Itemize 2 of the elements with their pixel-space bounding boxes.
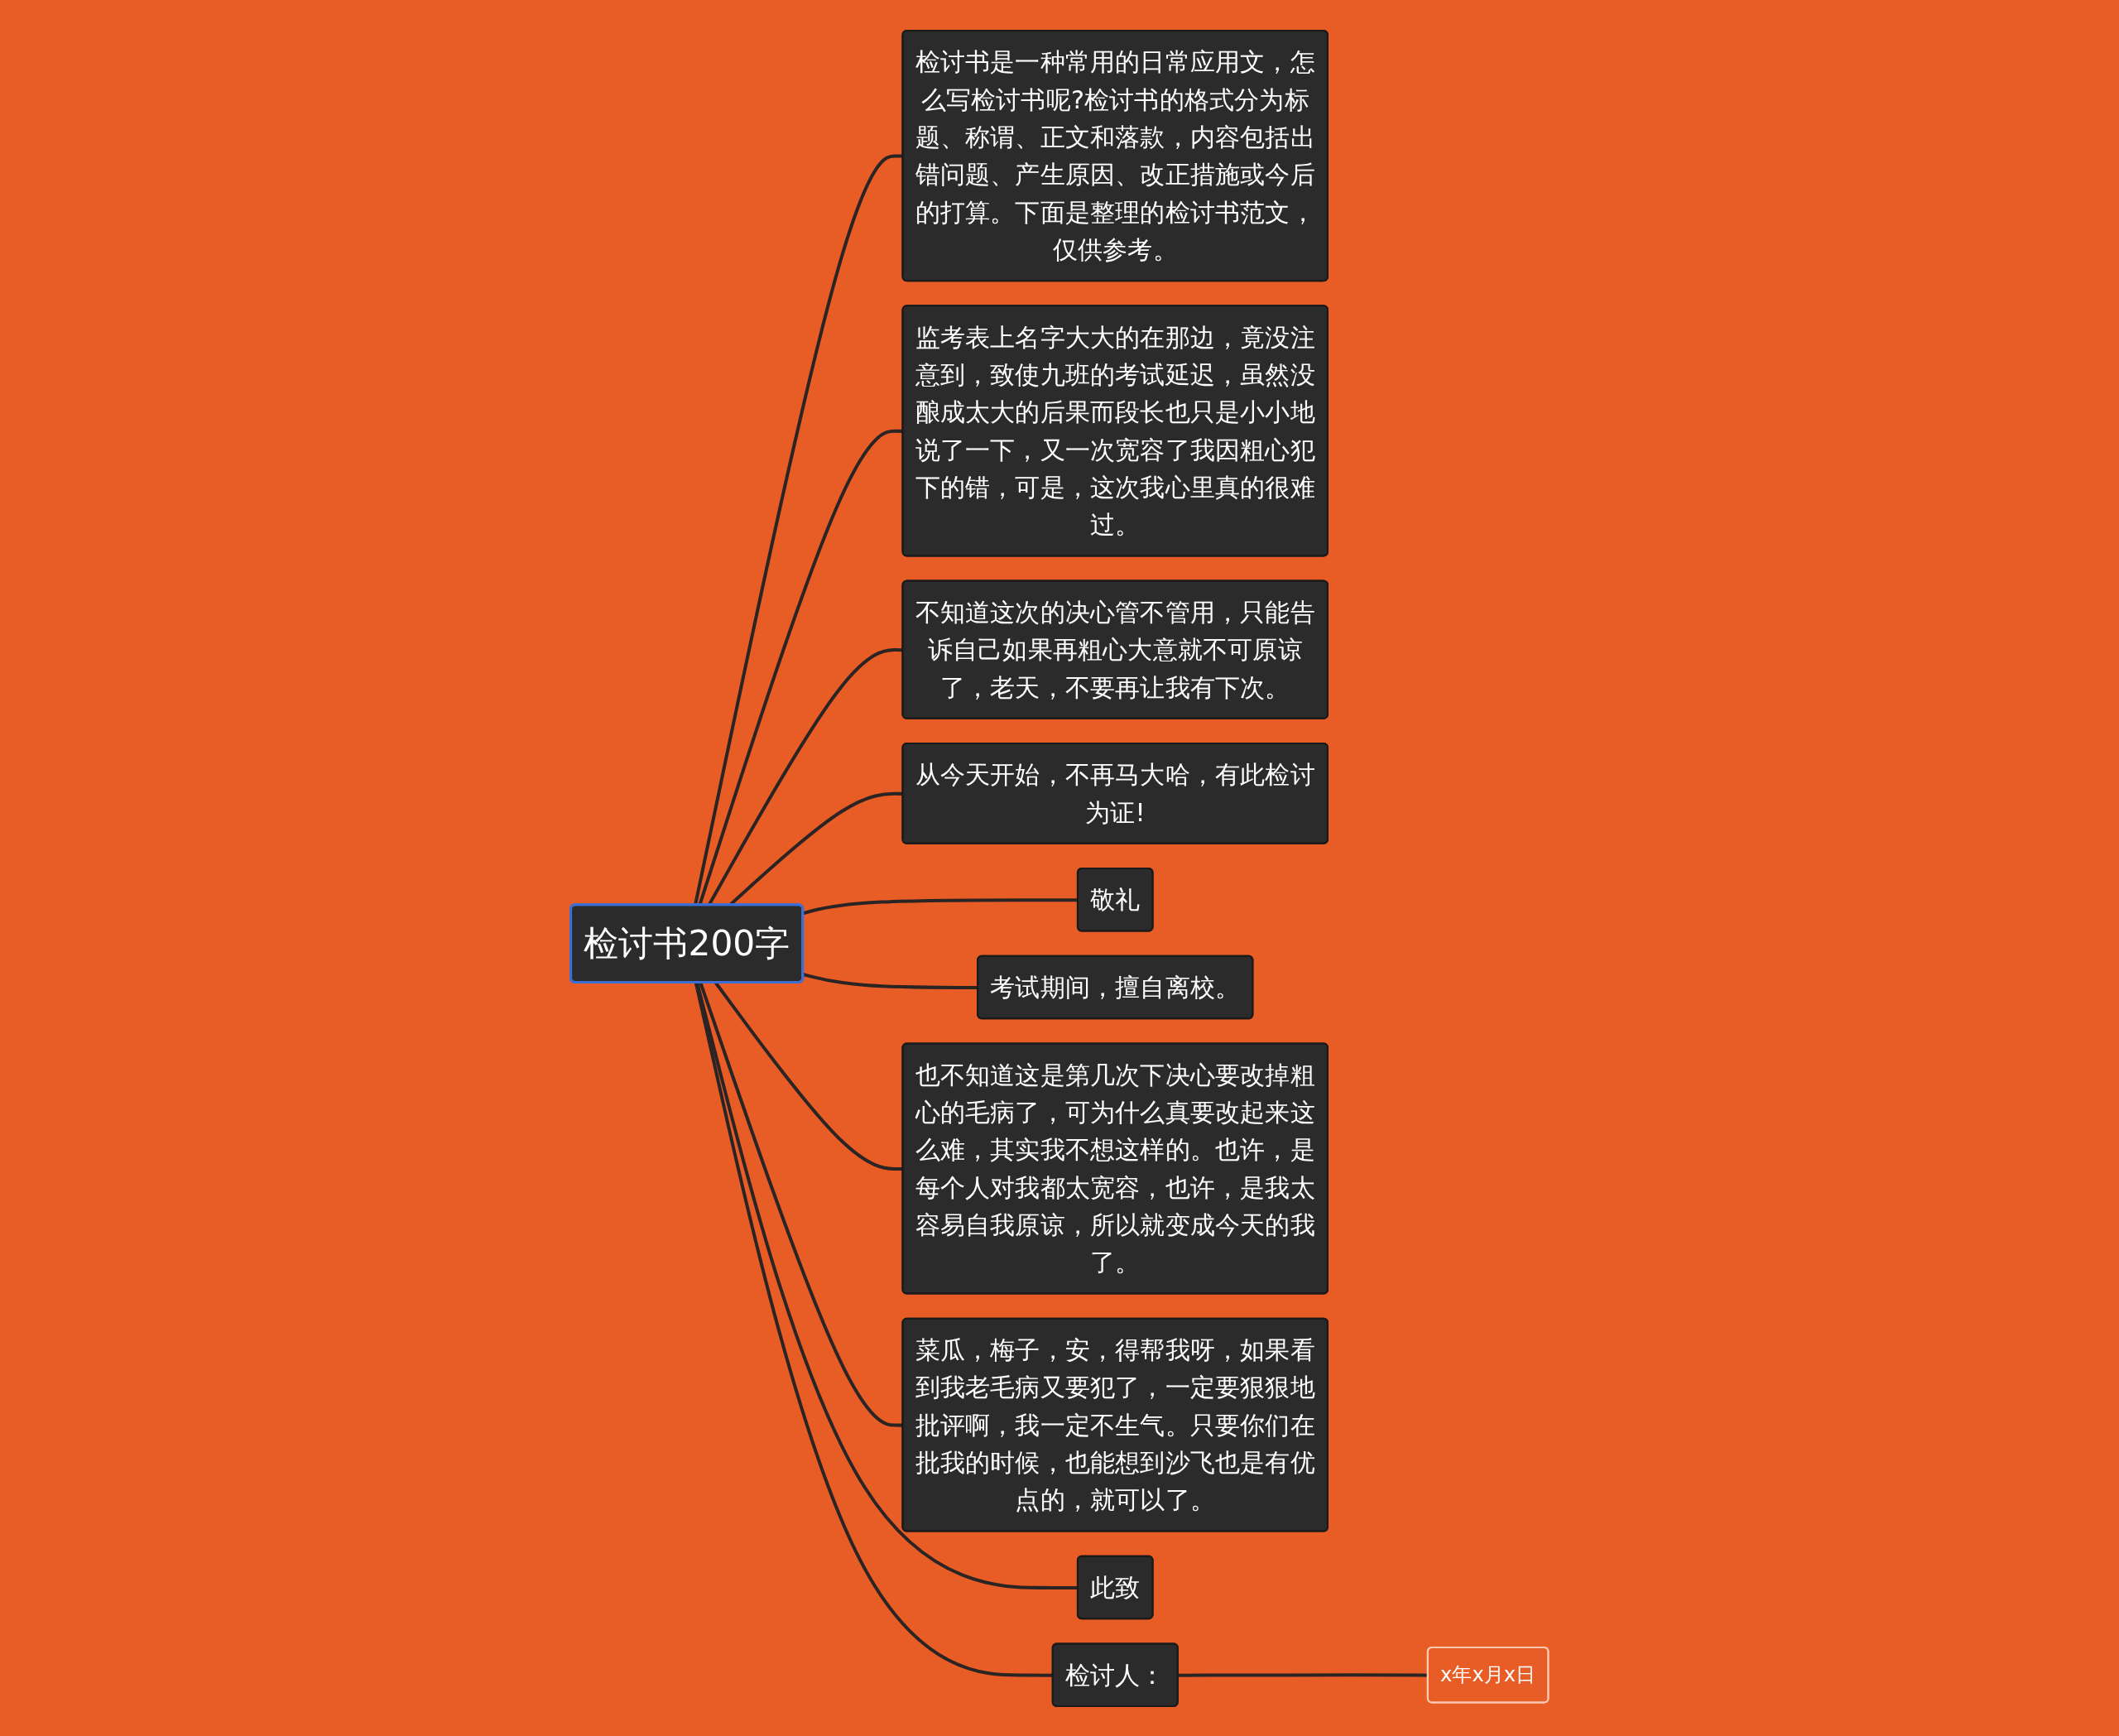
connector [699, 981, 903, 1427]
connector [714, 981, 903, 1171]
